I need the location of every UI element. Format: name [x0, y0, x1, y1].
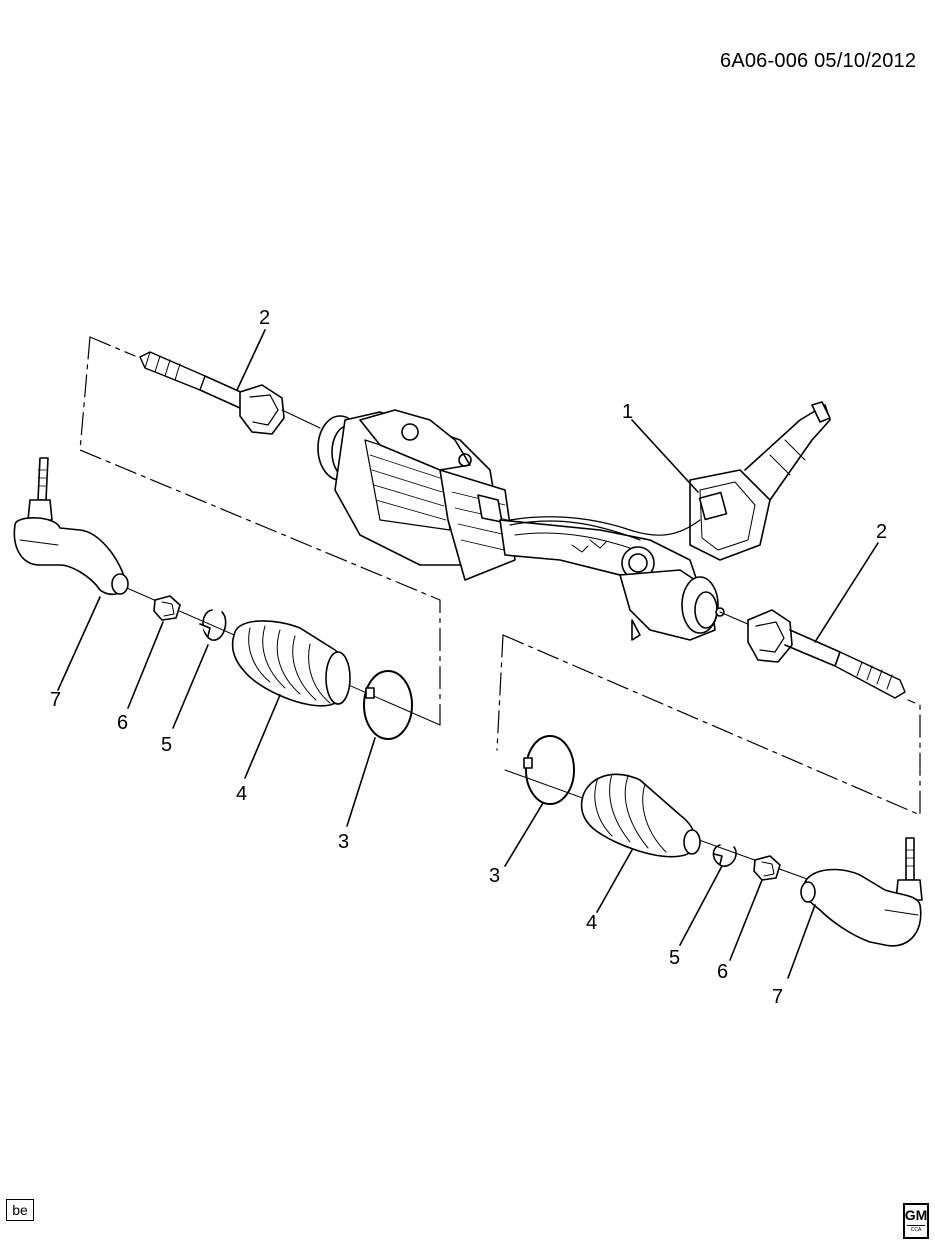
boot-clamp-right-small [712, 844, 737, 867]
callout-1: 1 [622, 401, 633, 423]
inner-tie-rod-right [719, 609, 906, 699]
callout-4-left: 4 [236, 783, 247, 805]
callout-5-left: 5 [161, 734, 172, 756]
callout-3-left: 3 [338, 831, 349, 853]
steering-boot-left [231, 620, 351, 707]
callout-2-right: 2 [876, 521, 887, 543]
gm-logo-sub: CCA [907, 1225, 925, 1234]
left-assembly-boundary [79, 336, 441, 726]
gm-logo: GM CCA [903, 1203, 929, 1239]
callout-2-top: 2 [259, 307, 270, 329]
callout-labels: 2 1 2 7 6 5 4 3 3 4 5 6 7 [50, 307, 887, 1008]
outer-tie-rod-end-right [800, 837, 923, 947]
catalog-badge: be [6, 1199, 34, 1221]
outer-tie-rod-end-left [13, 457, 129, 596]
inner-tie-rod-left [139, 351, 321, 435]
boot-clamp-right-large [523, 735, 575, 805]
callout-6-left: 6 [117, 712, 128, 734]
leader-lines [57, 329, 879, 979]
callout-5-right: 5 [669, 947, 680, 969]
steering-boot-right [580, 773, 701, 858]
steering-gear-housing [317, 401, 831, 641]
callout-7-left: 7 [50, 689, 61, 711]
boot-clamp-left-small [199, 609, 227, 641]
diagram-code: 6A06-006 05/10/2012 [720, 50, 917, 72]
boot-clamp-left-large [363, 670, 413, 740]
callout-4-right: 4 [586, 912, 597, 934]
hex-nut-right [753, 855, 781, 881]
callout-6-right: 6 [717, 961, 728, 983]
gm-logo-text: GM [904, 1207, 928, 1223]
callout-3-right: 3 [489, 865, 500, 887]
right-assembly-boundary [496, 634, 921, 816]
callout-7-right: 7 [772, 986, 783, 1008]
hex-nut-left [153, 595, 181, 621]
